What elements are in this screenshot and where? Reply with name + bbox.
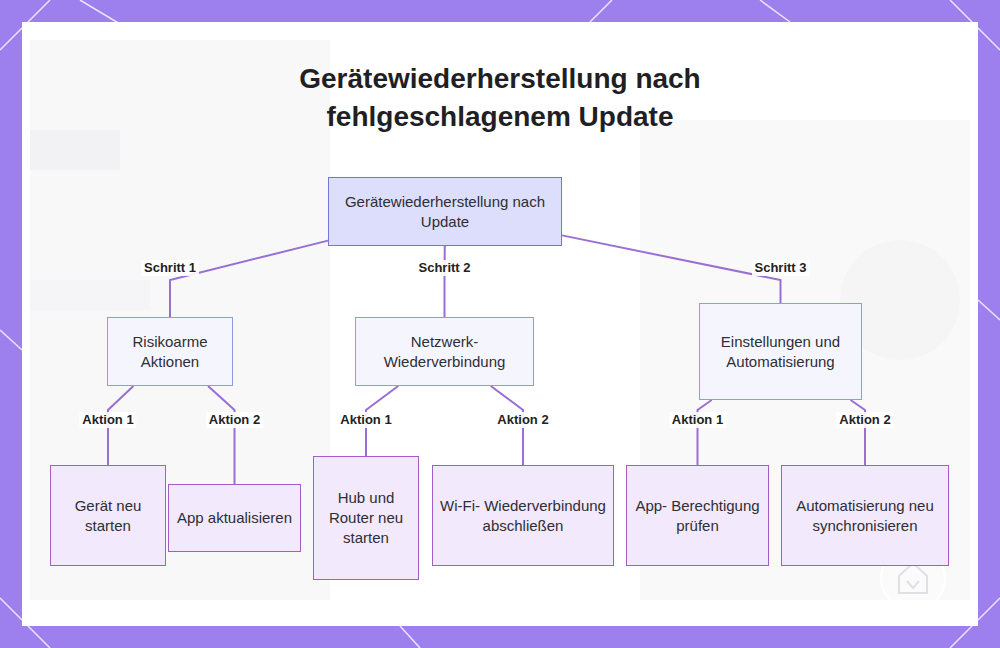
connector-label: Aktion 2	[836, 412, 893, 428]
box-text: Gerät neu starten	[57, 496, 159, 536]
connector	[851, 400, 865, 465]
action-box: Gerät neu starten	[50, 465, 166, 566]
step-box: Netzwerk- Wiederverbindung	[355, 317, 534, 386]
connector-label: Aktion 2	[206, 412, 263, 428]
box-text: Gerätewiederherstellung nach Update	[335, 192, 555, 232]
box-text: Hub und Router neu starten	[320, 488, 412, 548]
box-text: Automatisierung neu synchronisieren	[788, 496, 942, 536]
action-box: App- Berechtigung prüfen	[626, 465, 769, 566]
box-text: Risikoarme Aktionen	[114, 332, 226, 372]
card	[22, 22, 978, 626]
connector-label: Aktion 1	[337, 412, 394, 428]
connector-label: Aktion 2	[494, 412, 551, 428]
connector	[444, 246, 446, 317]
connector	[208, 386, 234, 484]
connector-label: Schritt 2	[415, 260, 473, 276]
connector-label: Schritt 3	[751, 260, 809, 276]
step-box: Einstellungen und Automatisierung	[699, 303, 862, 400]
root-box: Gerätewiederherstellung nach Update	[328, 177, 562, 246]
step-box: Risikoarme Aktionen	[107, 317, 233, 386]
action-box: Hub und Router neu starten	[313, 456, 419, 580]
connector	[698, 400, 712, 465]
blurred-photo	[30, 40, 970, 600]
action-box: Wi-Fi- Wiederverbindung abschließen	[432, 465, 614, 566]
connector	[170, 241, 328, 317]
box-text: App aktualisieren	[177, 508, 292, 528]
connector-label: Aktion 1	[669, 412, 726, 428]
connector-label: Schritt 1	[141, 260, 199, 276]
action-box: App aktualisieren	[168, 484, 301, 552]
connector	[562, 235, 781, 303]
connector-label: Aktion 1	[79, 412, 136, 428]
box-text: App- Berechtigung prüfen	[633, 496, 762, 536]
box-text: Wi-Fi- Wiederverbindung abschließen	[439, 496, 607, 536]
box-text: Einstellungen und Automatisierung	[706, 332, 855, 372]
box-text: Netzwerk- Wiederverbindung	[362, 332, 527, 372]
action-box: Automatisierung neu synchronisieren	[781, 465, 949, 566]
diagram-title: Gerätewiederherstellung nach fehlgeschla…	[200, 60, 800, 136]
